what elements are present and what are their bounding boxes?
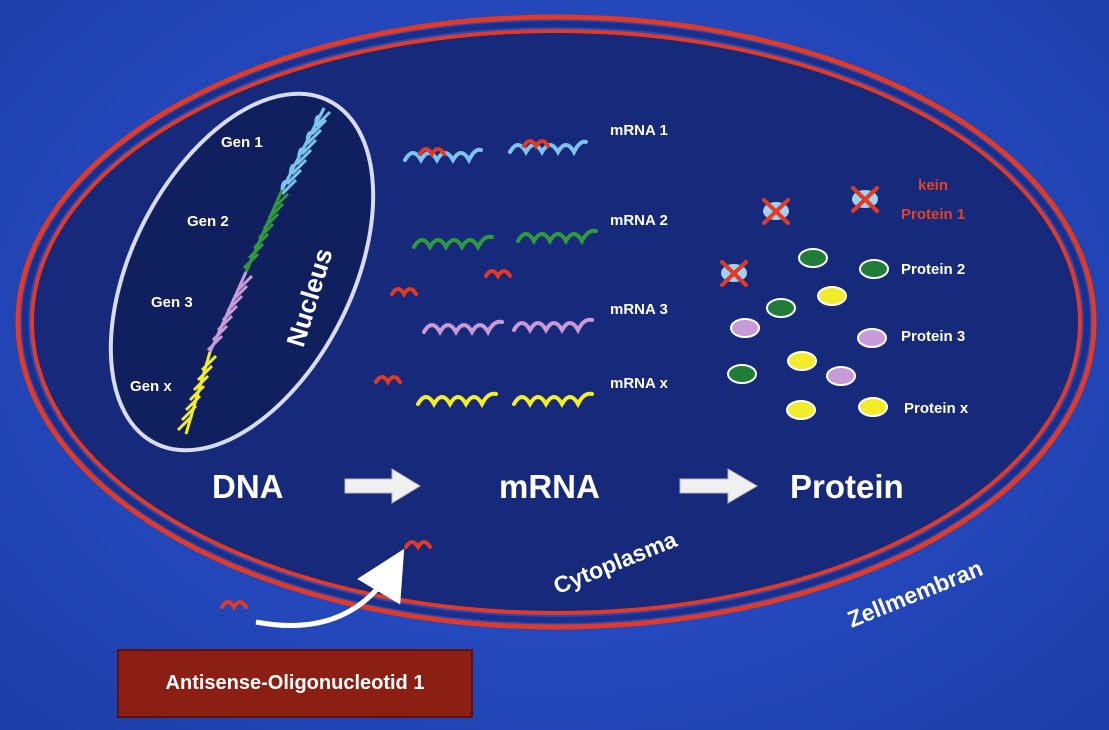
mrna-1-label: mRNA 1 — [610, 122, 668, 139]
mrna-3-strands — [422, 317, 594, 337]
gene-2-label: Gen 2 — [187, 213, 229, 230]
gene-1-helix — [280, 107, 332, 196]
mrna-2-strands — [412, 228, 598, 252]
nucleus-outline — [108, 91, 376, 453]
antisense-oligonucleotide-box: Antisense-Oligonucleotid 1 — [117, 649, 473, 718]
protein-molecules — [727, 248, 889, 420]
mrna-3-label: mRNA 3 — [610, 301, 668, 318]
mrna-x-strands — [416, 391, 594, 409]
gene-3-helix — [206, 271, 254, 353]
protein-2-label: Protein 2 — [901, 261, 965, 278]
free-antisense-oligos — [220, 269, 512, 611]
protein-x-label: Protein x — [904, 400, 969, 417]
arrow-mrna-to-protein — [679, 468, 758, 504]
blocked-protein-1 — [851, 186, 879, 213]
blocked-protein-1 — [762, 198, 790, 225]
antisense-label: Antisense-Oligonucleotid 1 — [165, 672, 425, 694]
kein-protein-1-line2: Protein 1 — [901, 206, 965, 223]
gene-1-label: Gen 1 — [221, 134, 263, 151]
mrna-2-label: mRNA 2 — [610, 212, 668, 229]
kein-protein-1-line1: kein — [918, 177, 948, 194]
dna-label: DNA — [212, 468, 284, 505]
arrow-dna-to-mrna — [344, 468, 421, 504]
protein-3-label: Protein 3 — [901, 328, 965, 345]
gene-3-label: Gen 3 — [151, 294, 193, 311]
mrna-label: mRNA — [499, 468, 600, 505]
blocked-protein-1 — [720, 260, 748, 287]
protein-label: Protein — [790, 468, 904, 505]
gene-x-helix — [176, 351, 218, 435]
antisense-bound-mrna-1 — [418, 139, 550, 158]
gene-x-label: Gen x — [130, 378, 172, 395]
mrna-x-label: mRNA x — [610, 375, 668, 392]
gene-2-helix — [242, 189, 290, 273]
antisense-entry-arrow — [255, 548, 405, 628]
